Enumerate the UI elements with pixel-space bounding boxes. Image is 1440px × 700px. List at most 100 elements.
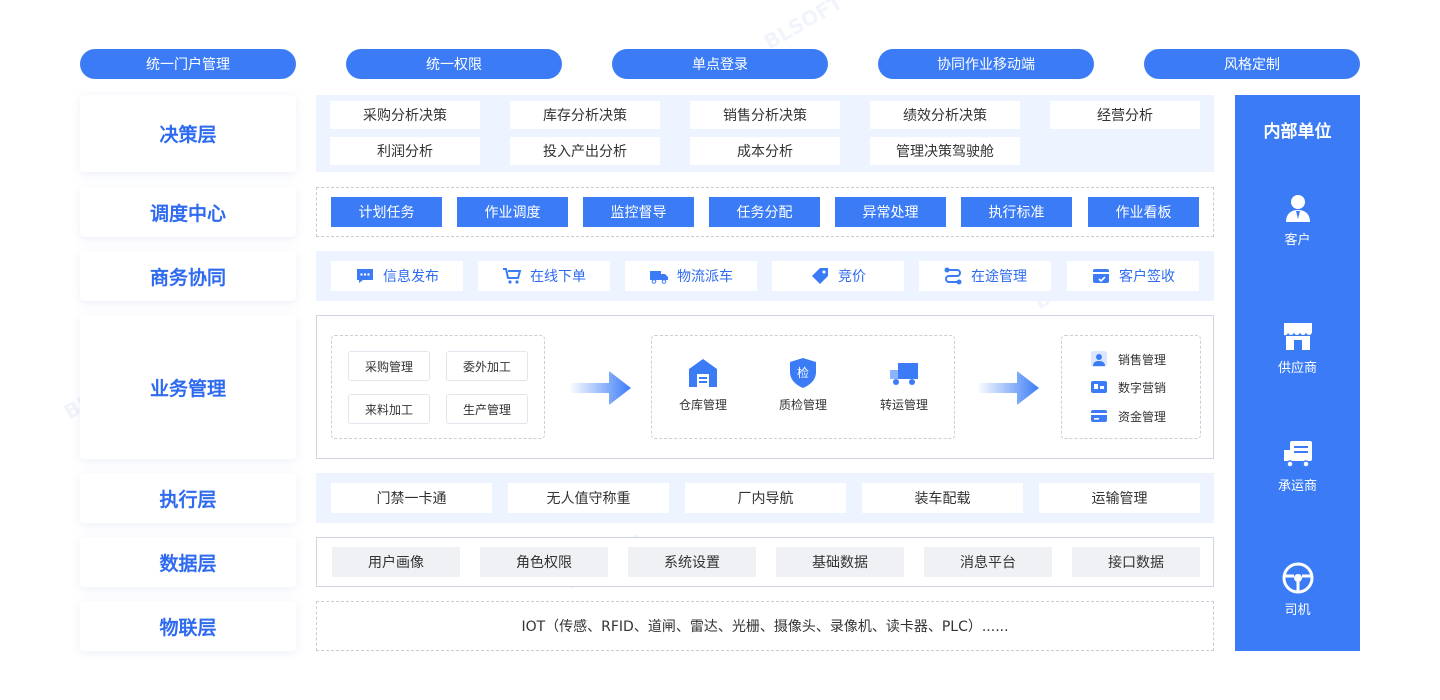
decision-item[interactable]: 成本分析 [690, 137, 840, 165]
pill-permission[interactable]: 统一权限 [346, 49, 562, 79]
side-label: 供应商 [1277, 361, 1317, 376]
dispatch-item[interactable]: 作业看板 [1088, 197, 1199, 227]
tag-icon [812, 268, 828, 284]
layer-data: 数据层 [80, 537, 296, 587]
business-band: 采购管理 委外加工 来料加工 生产管理 仓库管理 检 质检管理 转运管理 销售管… [316, 315, 1214, 459]
dispatch-item[interactable]: 计划任务 [331, 197, 442, 227]
data-item[interactable]: 用户画像 [332, 547, 460, 577]
commerce-item-logistics[interactable]: 物流派车 [625, 261, 757, 291]
layer-decision: 决策层 [80, 95, 296, 172]
card-icon [1091, 410, 1107, 422]
iot-text: IOT（传感、RFID、道闸、雷达、光栅、摄像头、录像机、读卡器、PLC）...… [521, 619, 1009, 635]
dispatch-item[interactable]: 监控督导 [583, 197, 694, 227]
iot-band: IOT（传感、RFID、道闸、雷达、光栅、摄像头、录像机、读卡器、PLC）...… [316, 601, 1214, 651]
commerce-label: 在途管理 [971, 269, 1027, 285]
pill-sso[interactable]: 单点登录 [612, 49, 828, 79]
middle-item-transport[interactable]: 转运管理 [864, 356, 944, 413]
transport-icon [890, 363, 918, 385]
inspection-icon: 检 [790, 358, 816, 388]
commerce-label: 物流派车 [677, 269, 733, 285]
message-icon [357, 269, 373, 283]
middle-label: 仓库管理 [678, 398, 727, 412]
business-item[interactable]: 采购管理 [348, 351, 430, 381]
execution-item[interactable]: 无人值守称重 [508, 483, 669, 513]
dispatch-item[interactable]: 作业调度 [457, 197, 568, 227]
execution-item[interactable]: 装车配载 [862, 483, 1023, 513]
warehouse-icon [689, 359, 717, 387]
business-item[interactable]: 委外加工 [446, 351, 528, 381]
layer-execution: 执行层 [80, 473, 296, 523]
decision-item[interactable]: 销售分析决策 [690, 101, 840, 129]
execution-item[interactable]: 厂内导航 [685, 483, 846, 513]
decision-item[interactable]: 库存分析决策 [510, 101, 660, 129]
side-label: 承运商 [1277, 479, 1317, 494]
side-item-supplier[interactable]: 供应商 [1235, 319, 1360, 376]
decision-item[interactable]: 绩效分析决策 [870, 101, 1020, 129]
commerce-band: 信息发布 在线下单 物流派车 竞价 在途管理 客户签收 [316, 251, 1214, 301]
business-left-group: 采购管理 委外加工 来料加工 生产管理 [331, 335, 545, 439]
middle-item-warehouse[interactable]: 仓库管理 [663, 356, 743, 413]
layer-dispatch: 调度中心 [80, 187, 296, 237]
data-item[interactable]: 基础数据 [776, 547, 904, 577]
right-item-funds[interactable]: 资金管理 [1090, 407, 1166, 425]
business-item[interactable]: 生产管理 [446, 394, 528, 424]
cart-icon [503, 268, 522, 284]
decision-item[interactable]: 经营分析 [1050, 101, 1200, 129]
flow-arrow-icon [977, 371, 1039, 405]
internal-units-panel: 内部单位 客户 供应商 承运商 司机 [1235, 95, 1360, 651]
inspection-badge: 检 [797, 365, 809, 380]
commerce-label: 竞价 [838, 269, 866, 285]
dispatch-item[interactable]: 异常处理 [835, 197, 946, 227]
data-item[interactable]: 接口数据 [1072, 547, 1200, 577]
data-item[interactable]: 消息平台 [924, 547, 1052, 577]
commerce-item-publish[interactable]: 信息发布 [331, 261, 463, 291]
execution-item[interactable]: 运输管理 [1039, 483, 1200, 513]
business-right-group: 销售管理 数字营销 资金管理 [1061, 335, 1201, 439]
truck-icon [650, 271, 668, 284]
commerce-item-signoff[interactable]: 客户签收 [1067, 261, 1199, 291]
dispatch-band: 计划任务 作业调度 监控督导 任务分配 异常处理 执行标准 作业看板 [316, 187, 1214, 237]
steering-wheel-icon [1282, 562, 1313, 594]
execution-band: 门禁一卡通 无人值守称重 厂内导航 装车配载 运输管理 [316, 473, 1214, 523]
business-middle-group: 仓库管理 检 质检管理 转运管理 [651, 335, 955, 439]
right-item-marketing[interactable]: 数字营销 [1090, 378, 1166, 396]
middle-label: 质检管理 [778, 398, 827, 412]
side-item-carrier[interactable]: 承运商 [1235, 437, 1360, 494]
decision-band: 采购分析决策 库存分析决策 销售分析决策 绩效分析决策 经营分析 利润分析 投入… [316, 95, 1214, 172]
data-item[interactable]: 系统设置 [628, 547, 756, 577]
side-item-driver[interactable]: 司机 [1235, 561, 1360, 618]
decision-item[interactable]: 管理决策驾驶舱 [870, 137, 1020, 165]
route-icon [944, 267, 962, 285]
dispatch-item[interactable]: 执行标准 [961, 197, 1072, 227]
pill-style[interactable]: 风格定制 [1144, 49, 1360, 79]
decision-item[interactable]: 利润分析 [330, 137, 480, 165]
business-item[interactable]: 来料加工 [348, 394, 430, 424]
commerce-item-bidding[interactable]: 竞价 [772, 261, 904, 291]
watermark: BLSOFT [759, 0, 847, 55]
pill-portal[interactable]: 统一门户管理 [80, 49, 296, 79]
sign-icon [1093, 269, 1109, 283]
side-label: 客户 [1284, 233, 1311, 248]
marketing-icon [1091, 381, 1107, 393]
carrier-truck-icon [1283, 441, 1312, 468]
middle-item-inspection[interactable]: 检 质检管理 [763, 356, 843, 413]
data-band: 用户画像 角色权限 系统设置 基础数据 消息平台 接口数据 [316, 537, 1214, 587]
commerce-item-order[interactable]: 在线下单 [478, 261, 610, 291]
layer-commerce: 商务协同 [80, 251, 296, 301]
data-item[interactable]: 角色权限 [480, 547, 608, 577]
layer-iot: 物联层 [80, 601, 296, 651]
right-label: 销售管理 [1118, 352, 1167, 367]
right-item-sales[interactable]: 销售管理 [1090, 350, 1166, 368]
side-item-customer[interactable]: 客户 [1235, 191, 1360, 248]
right-label: 资金管理 [1118, 409, 1167, 424]
commerce-label: 在线下单 [530, 269, 586, 285]
dispatch-item[interactable]: 任务分配 [709, 197, 820, 227]
decision-item[interactable]: 采购分析决策 [330, 101, 480, 129]
commerce-item-transit[interactable]: 在途管理 [919, 261, 1051, 291]
middle-label: 转运管理 [879, 398, 928, 412]
right-label: 数字营销 [1118, 380, 1167, 395]
side-label: 司机 [1284, 603, 1311, 618]
pill-mobile[interactable]: 协同作业移动端 [878, 49, 1094, 79]
decision-item[interactable]: 投入产出分析 [510, 137, 660, 165]
execution-item[interactable]: 门禁一卡通 [331, 483, 492, 513]
